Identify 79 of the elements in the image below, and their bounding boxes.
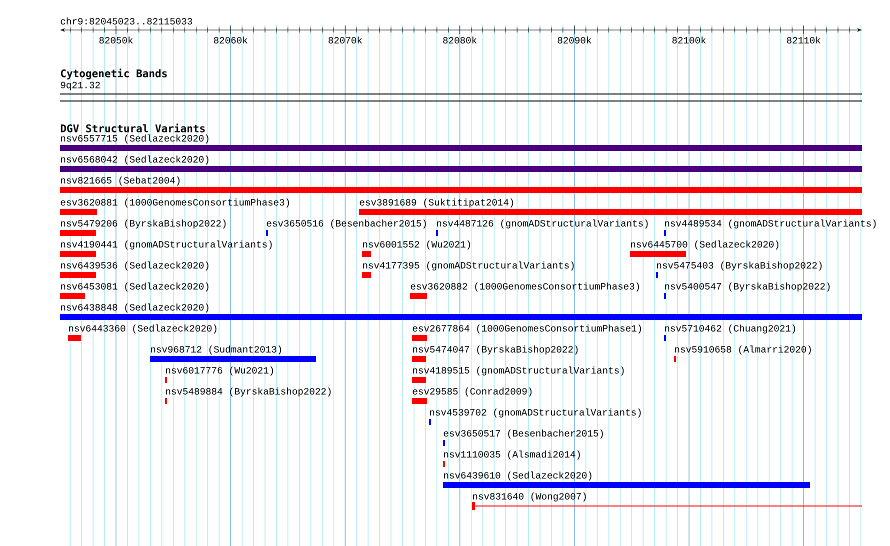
node-label: nsv6438848 (Sedlazeck2020) (61, 304, 208, 312)
node-label: nsv5489884 (ByrskaBishop2022) (166, 388, 331, 396)
node-label: nsv6443360 (Sedlazeck2020) (69, 324, 216, 334)
variant-feature: nsv6438848 (Sedlazeck2020) (60, 304, 862, 320)
node-label: nsv6439610 (Sedlazeck2020) (444, 472, 592, 480)
node-label: nsv6439536 (Sedlazeck2020) (61, 262, 208, 270)
variant-feature: nsv5710462 (Chuang2021) (664, 324, 796, 341)
variant-feature: nsv5400547 (ByrskaBishop2022) (664, 282, 830, 299)
variant-feature: esv3891689 (Suktitipat2014) (359, 198, 862, 215)
variant-feature: esv29585 (Conrad2009) (412, 388, 532, 404)
node-label: nsv6001552 (Wu2021) (363, 240, 470, 250)
tick-label: 82090k (558, 36, 592, 44)
node-label: esv3620882 (1000GenomesConsortiumPhase3) (410, 282, 639, 292)
node-label: esv3650517 (Besenbacher2015) (444, 430, 603, 438)
node-label: esv3891689 (Suktitipat2014) (360, 198, 514, 208)
node-label: nsv5474047 (ByrskaBishop2022) (413, 346, 578, 354)
node-label: nsv6453081 (Sedlazeck2020) (61, 282, 208, 292)
variant-feature: nsv6568042 (Sedlazeck2020) (60, 156, 862, 172)
variant-feature: nsv968712 (Sudmant2013) (150, 346, 316, 362)
tick-label: 82050k (99, 36, 133, 44)
node-label: nsv6568042 (Sedlazeck2020) (61, 156, 208, 164)
variant-feature: nsv6439610 (Sedlazeck2020) (443, 472, 810, 488)
node-label: nsv6017776 (Wu2021) (166, 366, 274, 376)
tick-label: 82100k (672, 36, 706, 44)
node-label: nsv4190441 (gnomADStructuralVariants) (61, 240, 272, 250)
node-label: nsv968712 (Sudmant2013) (151, 346, 282, 354)
node-label: nsv5475403 (ByrskaBishop2022) (657, 262, 822, 270)
node-label: nsv5479206 (ByrskaBishop2022) (61, 220, 226, 228)
variant-feature: esv3620882 (1000GenomesConsortiumPhase3) (410, 282, 639, 299)
node-label: nsv6557715 (Sedlazeck2020) (61, 134, 208, 144)
variant-feature: nsv6439536 (Sedlazeck2020) (60, 262, 208, 278)
variant-feature: nsv6017776 (Wu2021) (165, 366, 274, 383)
variant-feature: nsv4487126 (gnomADStructuralVariants) (436, 220, 648, 236)
node-label: nsv4539702 (gnomADStructuralVariants) (430, 408, 641, 418)
tick-label: 82060k (214, 36, 248, 44)
variant-feature: nsv831640 (Wong2007) (472, 492, 862, 510)
variant-feature: nsv5489884 (ByrskaBishop2022) (165, 388, 331, 404)
variant-feature: nsv821665 (Sebat2004) (60, 176, 862, 193)
variant-feature: nsv1110035 (Alsmadi2014) (443, 450, 580, 467)
node-label: nsv1110035 (Alsmadi2014) (444, 450, 580, 460)
node-label: nsv6445700 (Sedlazeck2020) (631, 240, 778, 250)
variant-feature: nsv4189515 (gnomADStructuralVariants) (412, 366, 624, 383)
band-label: 9q21.32 (60, 82, 100, 90)
variant-feature: nsv5475403 (ByrskaBishop2022) (656, 262, 822, 278)
variant-feature: esv3620881 (1000GenomesConsortiumPhase3) (60, 198, 289, 215)
node-label: nsv4189515 (gnomADStructuralVariants) (413, 366, 624, 376)
node-label: nsv4487126 (gnomADStructuralVariants) (437, 220, 648, 228)
variant-feature: nsv6445700 (Sedlazeck2020) (630, 240, 778, 257)
variant-feature: nsv5910658 (Almarri2020) (674, 346, 811, 362)
variant-feature: nsv4177395 (gnomADStructuralVariants) (362, 262, 574, 278)
location-label: chr9:82045023..82115033 (60, 17, 192, 25)
node-label: esv3620881 (1000GenomesConsortiumPhase3) (60, 198, 289, 208)
variant-feature: nsv4539702 (gnomADStructuralVariants) (429, 408, 641, 425)
node-label: nsv4489534 (gnomADStructuralVariants) (665, 220, 876, 228)
node-label: esv2677864 (1000GenomesConsortiumPhase1) (412, 324, 641, 334)
tick-label: 82070k (328, 36, 362, 44)
variant-feature: esv3650517 (Besenbacher2015) (443, 430, 603, 446)
variant-feature: nsv4489534 (gnomADStructuralVariants) (664, 220, 876, 236)
variant-feature: nsv6443360 (Sedlazeck2020) (68, 324, 216, 341)
node-label: nsv4177395 (gnomADStructuralVariants) (363, 262, 574, 270)
variant-feature: nsv6557715 (Sedlazeck2020) (60, 134, 862, 151)
variant-feature: nsv5479206 (ByrskaBishop2022) (60, 220, 226, 236)
node-label: esv3650516 (Besenbacher2015) (266, 220, 426, 228)
variant-feature: nsv4190441 (gnomADStructuralVariants) (60, 240, 272, 257)
tick-label: 82080k (443, 36, 477, 44)
tick-label: 82110k (786, 36, 820, 44)
variant-feature: nsv6001552 (Wu2021) (362, 240, 470, 257)
variant-feature: nsv5474047 (ByrskaBishop2022) (412, 346, 578, 362)
track-heading: DGV Structural Variants (60, 124, 205, 132)
node-label: nsv5910658 (Almarri2020) (675, 346, 811, 354)
node-label: nsv831640 (Wong2007) (473, 492, 586, 502)
node-label: nsv5400547 (ByrskaBishop2022) (665, 282, 830, 292)
track-heading: Cytogenetic Bands (61, 68, 167, 80)
variant-feature: esv2677864 (1000GenomesConsortiumPhase1) (412, 324, 641, 341)
node-label: esv29585 (Conrad2009) (412, 388, 532, 396)
variant-feature: nsv6453081 (Sedlazeck2020) (60, 282, 208, 299)
variant-feature: esv3650516 (Besenbacher2015) (266, 220, 426, 236)
node-label: nsv821665 (Sebat2004) (61, 176, 180, 186)
node-label: nsv5710462 (Chuang2021) (665, 324, 796, 334)
